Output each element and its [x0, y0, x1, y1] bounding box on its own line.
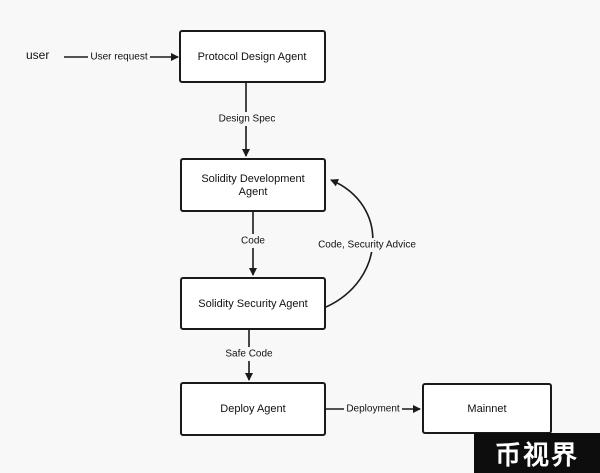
- node-protocol-design-agent: Protocol Design Agent: [179, 30, 326, 83]
- edge-code-security-advice: Code, Security Advice: [318, 179, 416, 308]
- user-label: user: [26, 48, 49, 62]
- edge-label-code-security-advice: Code, Security Advice: [318, 240, 416, 251]
- node-label-solidity-security: Solidity Security Agent: [198, 298, 307, 310]
- node-mainnet: Mainnet: [422, 383, 552, 434]
- node-label-mainnet: Mainnet: [467, 403, 506, 415]
- edge-design-spec: Design Spec: [216, 83, 278, 157]
- edge-label-user-request: User request: [90, 52, 147, 63]
- node-solidity-development-agent: Solidity Development Agent: [180, 158, 326, 212]
- edge-safe-code: Safe Code: [224, 330, 274, 381]
- edge-label-safe-code: Safe Code: [225, 349, 273, 360]
- edge-user-request: User request: [64, 49, 179, 64]
- node-deploy-agent: Deploy Agent: [180, 382, 326, 436]
- edge-label-design-spec: Design Spec: [219, 114, 276, 125]
- node-label-deploy: Deploy Agent: [220, 403, 285, 415]
- edge-deployment: Deployment: [326, 402, 421, 416]
- node-label-protocol-design: Protocol Design Agent: [198, 51, 307, 63]
- edge-label-code: Code: [241, 236, 265, 247]
- edge-code: Code: [238, 212, 268, 276]
- edge-label-deployment: Deployment: [346, 404, 400, 415]
- watermark-logo: 币视界: [474, 433, 600, 473]
- node-label-solidity-development-line1: Solidity Development: [201, 173, 304, 185]
- node-label-solidity-development-line2: Agent: [239, 186, 268, 198]
- node-solidity-security-agent: Solidity Security Agent: [180, 277, 326, 330]
